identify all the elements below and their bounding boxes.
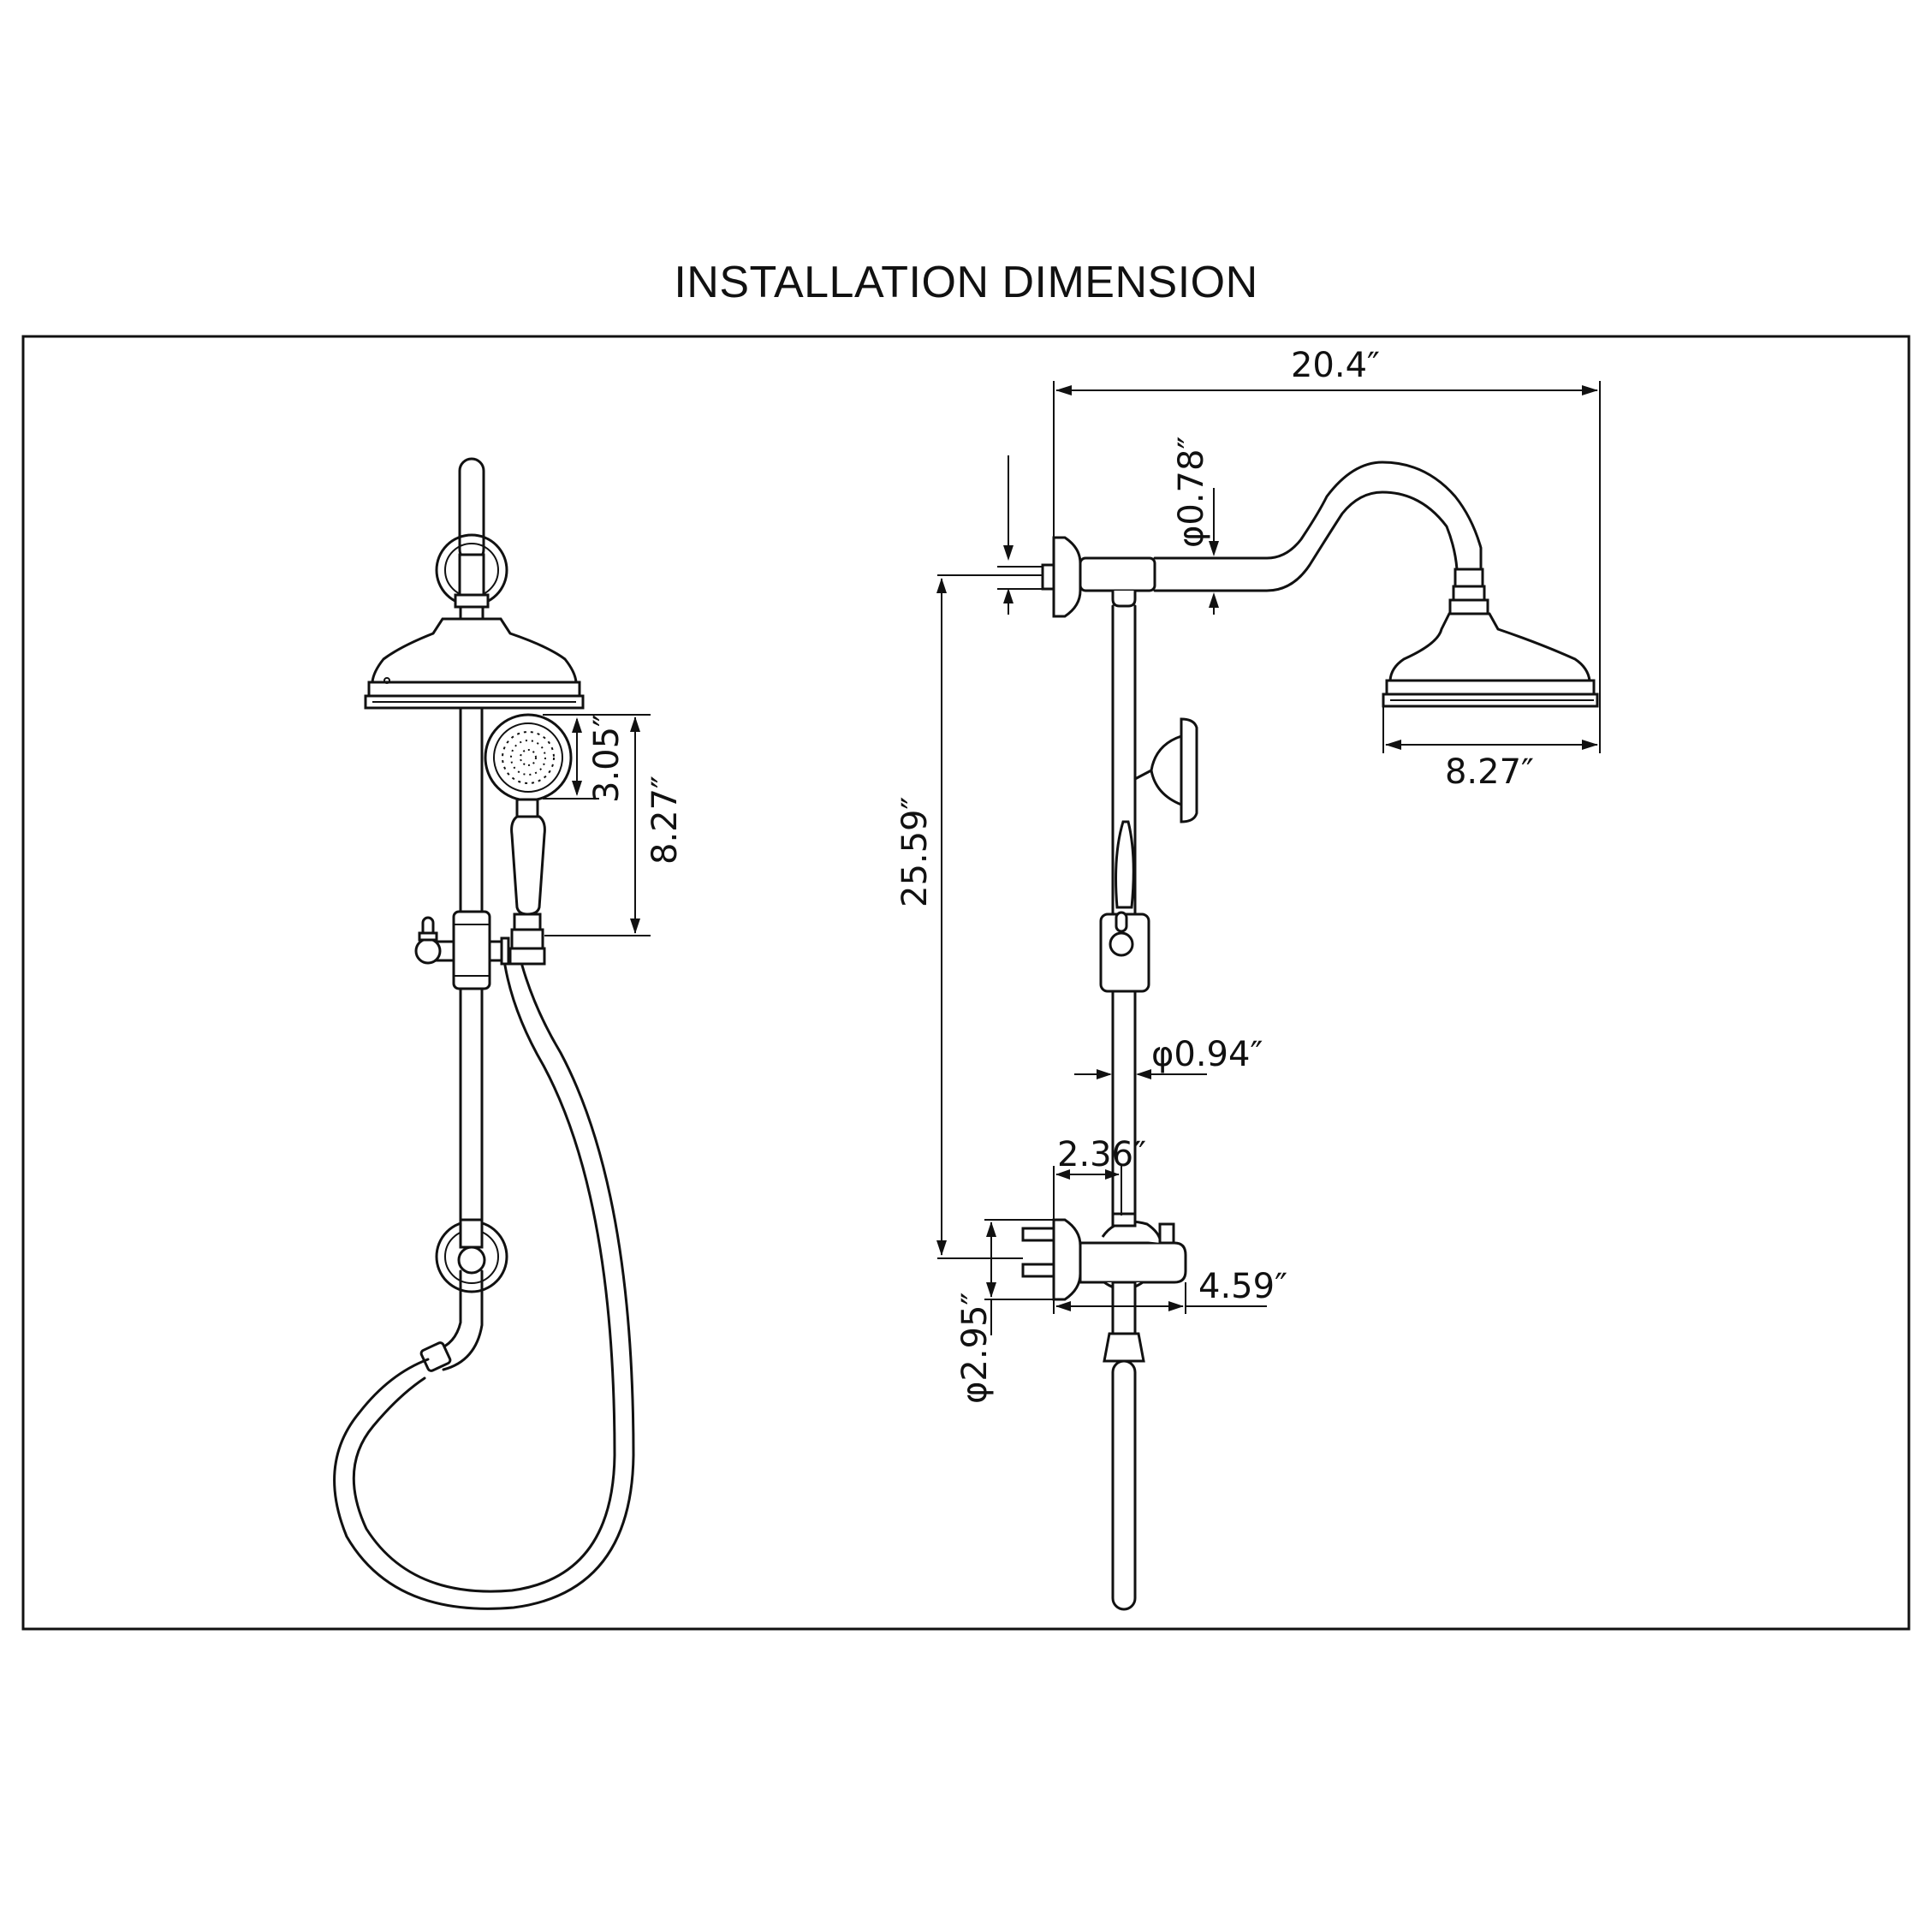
dim-flange-diameter: φ2.95″ — [955, 1293, 995, 1404]
dim-rod-diameter: φ0.94″ — [1151, 1035, 1263, 1074]
dim-arm-diameter: φ0.78″ — [1172, 437, 1211, 548]
front-slider-holder — [452, 910, 491, 990]
dim-handshower-length: 8.27″ — [645, 776, 685, 865]
side-view: 20.4″ 8.27″ φ0.78″ 25.59″ φ0.94″ — [895, 346, 1601, 1611]
front-hand-shower-handle — [510, 815, 546, 916]
front-top-arm — [458, 457, 485, 563]
side-hand-shower-head — [1180, 717, 1198, 823]
front-hand-shower-head — [484, 713, 573, 802]
side-hose — [1111, 1359, 1137, 1611]
side-gooseneck-arm — [1153, 461, 1483, 571]
side-hand-shower-handle — [1115, 820, 1135, 909]
dim-overall-width: 20.4″ — [1291, 346, 1380, 385]
front-hose — [333, 964, 635, 1610]
side-upper-flange — [1052, 536, 1082, 618]
dim-handshower-head: 3.05″ — [587, 714, 627, 803]
dim-valve-depth: 4.59″ — [1198, 1267, 1287, 1306]
diagram-frame — [21, 335, 1911, 1631]
side-lower-flange — [1052, 1218, 1082, 1301]
front-rain-head — [371, 617, 578, 684]
dim-height-to-top: 25.59″ — [895, 797, 935, 907]
side-tee — [1079, 556, 1156, 592]
side-rain-head — [1388, 612, 1591, 682]
side-valve-body — [1079, 1241, 1187, 1284]
dim-rod-offset: 2.36″ — [1057, 1135, 1146, 1174]
diagram-title: INSTALLATION DIMENSION — [674, 258, 1258, 307]
front-slider-knob — [414, 937, 442, 965]
dim-head-diameter: 8.27″ — [1445, 752, 1534, 792]
front-view: 3.05″ 8.27″ — [333, 457, 685, 1610]
